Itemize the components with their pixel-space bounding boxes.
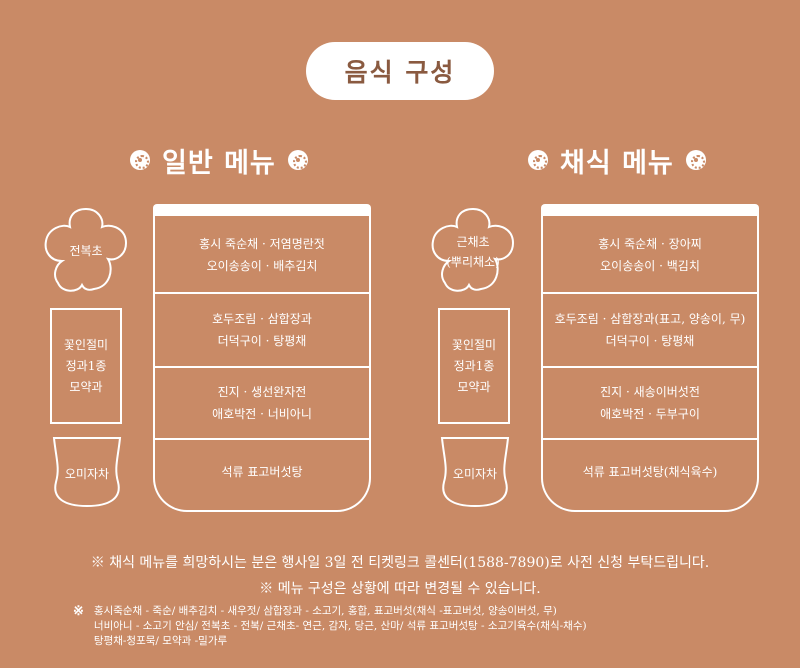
box-lid (153, 204, 371, 216)
flower-plate-icon (431, 207, 515, 292)
footnote-mark: ※ (73, 604, 84, 619)
footnote-line: 탕평채-청포묵/ 모약과 -밀가루 (93, 635, 228, 647)
flower-ornament-icon (287, 150, 308, 170)
vegetarian-menu-box: 홍시 죽순채 · 장아찌 오이송송이 · 백김치 호두조림 · 삼합장과(표고,… (541, 204, 759, 512)
course-line: 진지 · 생선완자전 (217, 385, 307, 399)
menu-course: 진지 · 새송이버섯전 애호박전 · 두부구이 (543, 366, 757, 438)
flower-plate-icon (44, 207, 128, 292)
menu-course: 진지 · 생선완자전 애호박전 · 너비아니 (155, 366, 369, 438)
course-line: 더덕구이 · 탕평채 (605, 334, 695, 348)
footnote-line: 홍시죽순채 - 죽순/ 배추김치 - 새우젓/ 삼합장과 - 소고기, 홍합, … (93, 605, 557, 617)
course-line: 석류 표고버섯탕(채식육수) (582, 465, 718, 479)
course-line: 홍시 죽순채 · 저염명란젓 (199, 237, 325, 251)
section-title-pill: 음식 구성 (306, 42, 494, 100)
ingredient-footnote: ※ 홍시죽순채 - 죽순/ 배추김치 - 새우젓/ 삼합장과 - 소고기, 홍합… (73, 604, 763, 649)
box-lid (541, 204, 759, 216)
course-line: 오이송송이 · 배추김치 (206, 259, 318, 273)
menu-course: 호두조림 · 삼합장과(표고, 양송이, 무) 더덕구이 · 탕평채 (543, 292, 757, 366)
footnote-line: 너비아니 - 소고기 안심/ 전복초 - 전복/ 근채초- 연근, 감자, 당근… (93, 620, 587, 632)
dessert-item: 꽃인절미 (63, 337, 109, 352)
tea-cup-icon (440, 437, 510, 508)
vegetarian-flower-label: 근채초 (뿌리채소) (425, 232, 521, 272)
menu-change-note: ※ 메뉴 구성은 상황에 따라 변경될 수 있습니다. (259, 581, 541, 597)
vegetarian-menu-title-text: 채식 메뉴 (560, 147, 674, 179)
dessert-item: 모약과 (457, 379, 491, 394)
page-title: 음식 구성 (344, 58, 456, 87)
vegetarian-request-note: ※ 채식 메뉴를 희망하시는 분은 행사일 3일 전 티켓링크 콜센터(1588… (90, 555, 710, 571)
course-line: 호두조림 · 삼합장과(표고, 양송이, 무) (554, 312, 746, 326)
dessert-item: 모약과 (69, 379, 103, 394)
dessert-item: 정과1종 (453, 358, 495, 373)
dessert-item: 정과1종 (65, 358, 107, 373)
menu-course: 홍시 죽순채 · 장아찌 오이송송이 · 백김치 (543, 218, 757, 292)
flower-ornament-icon (528, 150, 548, 170)
menu-course: 홍시 죽순채 · 저염명란젓 오이송송이 · 배추김치 (155, 218, 369, 292)
menu-course: 호두조림 · 삼합장과 더덕구이 · 탕평채 (155, 292, 369, 366)
vegetarian-menu-title: 채식 메뉴 (528, 140, 706, 180)
menu-course: 석류 표고버섯탕(채식육수) (543, 438, 757, 504)
regular-cup-label: 오미자차 (64, 467, 110, 481)
menu-course: 석류 표고버섯탕 (155, 438, 369, 504)
vegetarian-dessert-box: 꽃인절미 정과1종 모약과 (438, 308, 510, 424)
course-line: 오이송송이 · 백김치 (600, 259, 700, 273)
regular-menu-title-text: 일반 메뉴 (162, 147, 276, 179)
course-line: 애호박전 · 너비아니 (212, 407, 312, 421)
vegetarian-cup-label: 오미자차 (452, 467, 498, 481)
course-line: 홍시 죽순채 · 장아찌 (598, 237, 702, 251)
course-line: 호두조림 · 삼합장과 (212, 312, 312, 326)
tea-cup-icon (52, 437, 122, 508)
course-line: 석류 표고버섯탕 (221, 465, 303, 479)
course-line: 더덕구이 · 탕평채 (217, 334, 307, 348)
flower-ornament-icon (685, 150, 706, 170)
flower-label-line: 근채초 (456, 235, 490, 249)
regular-dessert-box: 꽃인절미 정과1종 모약과 (50, 308, 122, 424)
regular-menu-title: 일반 메뉴 (130, 140, 308, 180)
course-line: 애호박전 · 두부구이 (600, 407, 700, 421)
flower-label-line: (뿌리채소) (446, 255, 500, 269)
course-line: 진지 · 새송이버섯전 (600, 385, 700, 399)
flower-ornament-icon (130, 150, 150, 170)
regular-flower-label: 전복초 (69, 244, 103, 258)
dessert-item: 꽃인절미 (451, 337, 497, 352)
regular-menu-box: 홍시 죽순채 · 저염명란젓 오이송송이 · 배추김치 호두조림 · 삼합장과 … (153, 204, 371, 512)
